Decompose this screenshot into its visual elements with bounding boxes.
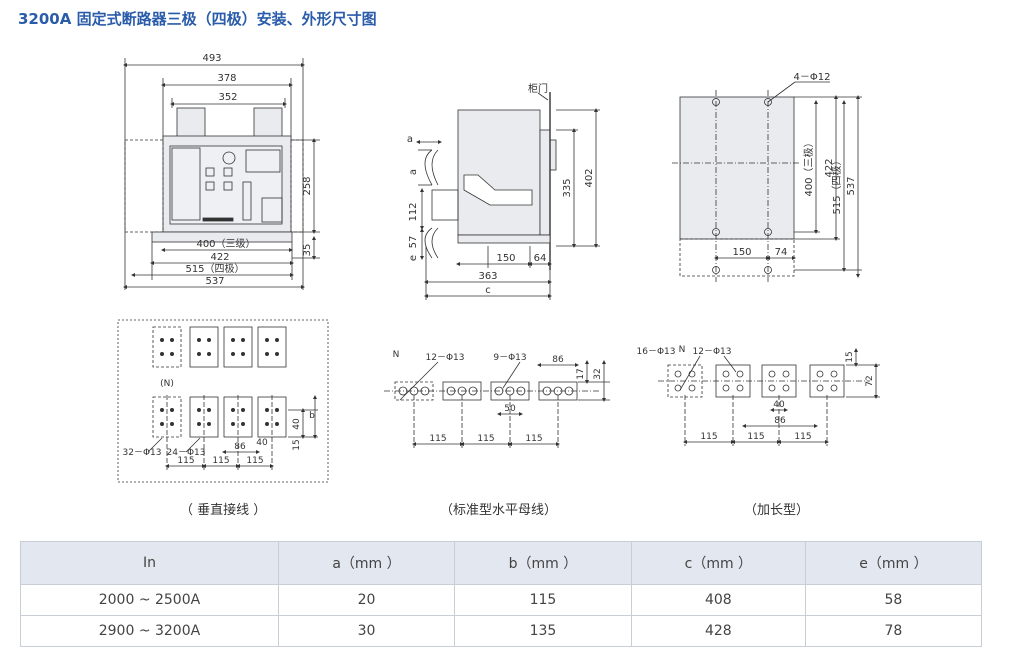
table-row: 2000 ~ 2500A 20 115 408 58 xyxy=(20,584,983,616)
dim-35: 35 xyxy=(302,244,313,257)
table-row: 2900 ~ 3200A 30 135 428 78 xyxy=(20,615,983,647)
dim-112: 112 xyxy=(408,202,419,221)
vertical-dim-40-b: 40 xyxy=(292,418,302,430)
header-b: b（mm ） xyxy=(454,541,632,585)
dim-422-mount: 422 xyxy=(824,158,835,177)
dim-493: 493 xyxy=(202,53,221,64)
table-cell: 2000 ~ 2500A xyxy=(20,584,279,616)
mount-hole-label: 4－Φ12 xyxy=(794,72,831,83)
dim-74: 74 xyxy=(775,247,788,258)
vertical-holes-b: 24－Φ13 xyxy=(167,448,206,458)
cabinet-door-label: 柜门 xyxy=(528,82,548,95)
dim-537-mount: 537 xyxy=(846,176,857,195)
extended-holes-b: 12－Φ13 xyxy=(693,347,732,357)
horizontal-dim-115-2: 115 xyxy=(477,434,494,444)
table-cell: 78 xyxy=(804,615,983,647)
extended-conn-caption: （加长型） xyxy=(744,503,810,518)
table-header-row: In a（mm ） b（mm ） c（mm ） e（mm ） xyxy=(20,541,983,585)
dim-400: 400（三级） xyxy=(196,238,255,250)
vertical-dim-115-2: 115 xyxy=(212,456,229,466)
dim-515-mount: 515（四极） xyxy=(830,155,843,214)
header-a: a（mm ） xyxy=(277,541,456,585)
page-title: 3200A 固定式断路器三极（四极）安装、外形尺寸图 xyxy=(18,10,377,28)
dim-a-top: a xyxy=(407,134,413,145)
vertical-dim-86: 86 xyxy=(234,442,246,452)
side-view xyxy=(416,92,600,300)
mount-view xyxy=(672,81,862,282)
table-cell: 115 xyxy=(454,584,632,616)
horizontal-dim-17: 17 xyxy=(576,368,586,379)
table-cell: 30 xyxy=(277,615,456,647)
dim-363: 363 xyxy=(478,271,497,282)
vertical-dim-b: b xyxy=(309,411,315,421)
dim-150-mount: 150 xyxy=(732,247,751,258)
table-cell: 2900 ~ 3200A xyxy=(20,615,279,647)
dim-c: c xyxy=(485,285,491,296)
dim-150-side: 150 xyxy=(496,253,515,264)
front-view xyxy=(123,58,320,290)
vertical-n-label: (N) xyxy=(160,379,174,389)
dim-57: 57 xyxy=(408,236,419,249)
table-cell: 58 xyxy=(804,584,983,616)
vertical-dim-40-a: 40 xyxy=(256,438,268,448)
horizontal-dim-50: 50 xyxy=(504,404,516,414)
horizontal-dim-86: 86 xyxy=(552,355,564,365)
table-cell: 408 xyxy=(630,584,806,616)
table-cell: 135 xyxy=(454,615,632,647)
table-cell: 428 xyxy=(630,615,806,647)
horizontal-holes-b: 9－Φ13 xyxy=(493,353,526,363)
dim-335: 335 xyxy=(562,178,573,197)
horizontal-dim-115-3: 115 xyxy=(525,434,542,444)
extended-conn xyxy=(658,348,880,446)
extended-holes-a: 16－Φ13 xyxy=(637,347,676,357)
header-c: c（mm ） xyxy=(630,541,806,585)
extended-dim-115-3: 115 xyxy=(794,432,811,442)
header-in: In xyxy=(20,541,279,585)
extended-dim-15: 15 xyxy=(845,351,855,362)
extended-dim-40: 40 xyxy=(773,400,785,410)
horizontal-conn xyxy=(384,360,610,448)
dim-400-mount: 400（三极） xyxy=(802,137,815,196)
dim-378: 378 xyxy=(217,73,236,84)
dim-64: 64 xyxy=(534,253,547,264)
horizontal-n-label: N xyxy=(393,350,400,360)
dim-352: 352 xyxy=(218,92,237,103)
dim-258: 258 xyxy=(302,176,313,195)
dim-537: 537 xyxy=(205,276,224,287)
vertical-conn-caption: （ 垂直接线 ） xyxy=(180,503,267,518)
vertical-conn xyxy=(117,319,329,483)
dim-e: e xyxy=(408,255,419,261)
horizontal-conn-caption: （标准型水平母线） xyxy=(440,503,558,518)
horizontal-holes-a: 12－Φ13 xyxy=(426,353,465,363)
horizontal-dim-32: 32 xyxy=(593,368,603,379)
table-cell: 20 xyxy=(277,584,456,616)
extended-dim-115-2: 115 xyxy=(747,432,764,442)
dim-a-side: a xyxy=(408,169,419,175)
header-e: e（mm ） xyxy=(804,541,983,585)
vertical-dim-15: 15 xyxy=(292,439,302,450)
technical-drawing: 493 378 352 400（三级） 422 515（四极） 537 258 … xyxy=(117,53,880,483)
horizontal-dim-115-1: 115 xyxy=(429,434,446,444)
vertical-dim-115-1: 115 xyxy=(177,456,194,466)
dim-515: 515（四极） xyxy=(185,262,244,275)
vertical-dim-115-3: 115 xyxy=(246,456,263,466)
dim-402: 402 xyxy=(584,168,595,187)
spec-table: In a（mm ） b（mm ） c（mm ） e（mm ） 2000 ~ 25… xyxy=(20,541,983,647)
extended-dim-115-1: 115 xyxy=(700,432,717,442)
dim-422: 422 xyxy=(210,252,229,263)
vertical-holes-a: 32－Φ13 xyxy=(123,448,162,458)
extended-dim-72: 72 xyxy=(865,375,875,386)
extended-dim-86: 86 xyxy=(774,416,786,426)
extended-n-label: N xyxy=(679,345,686,355)
